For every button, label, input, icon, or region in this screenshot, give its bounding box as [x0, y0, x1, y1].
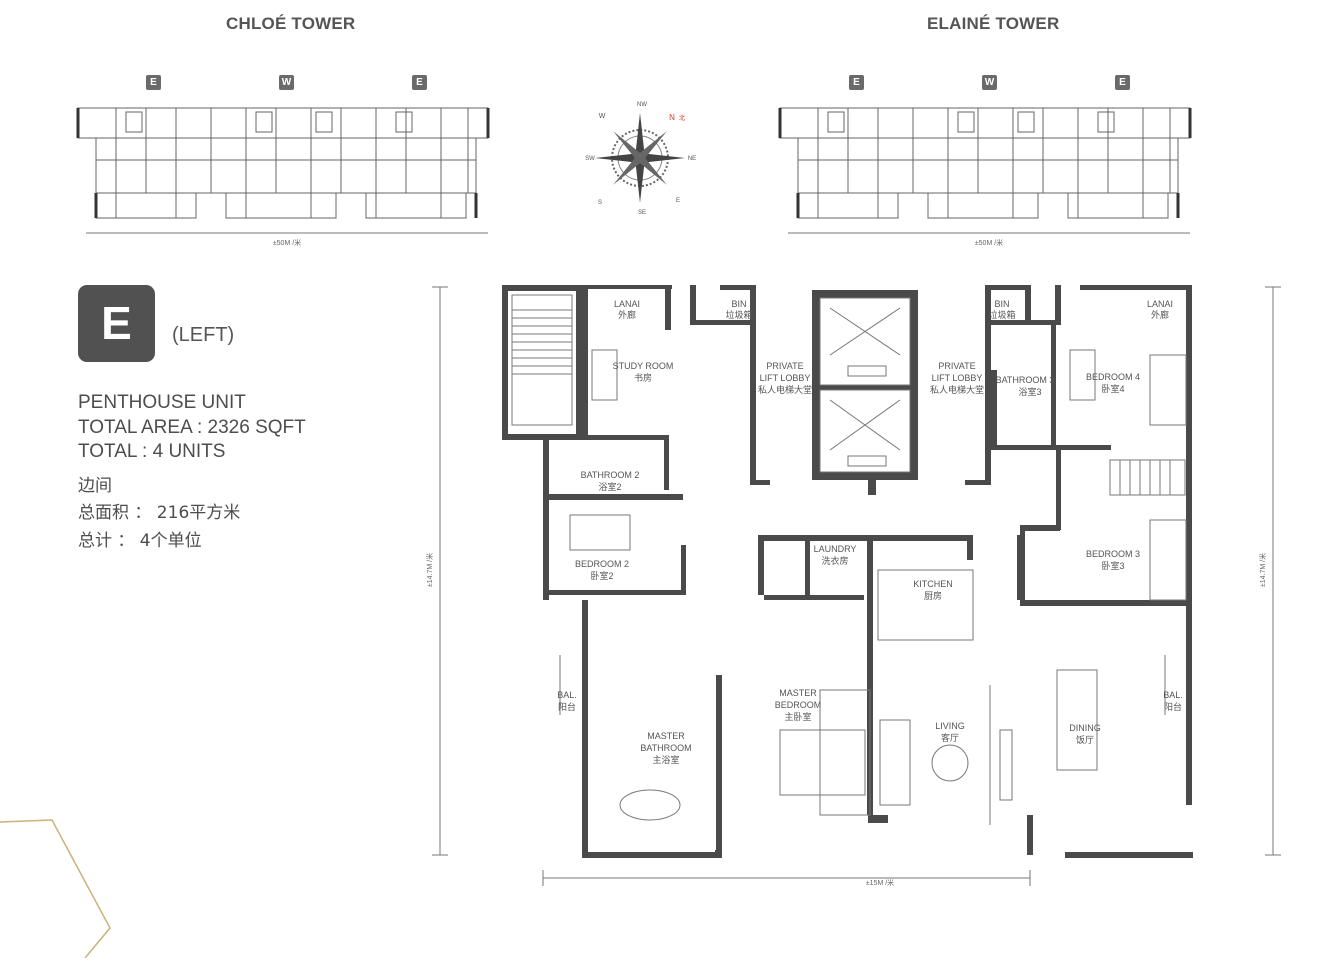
compass-se: SE [638, 210, 646, 216]
room-bathroom-2: BATHROOM 2 [581, 470, 640, 480]
compass-w: W [599, 113, 606, 120]
tower-dimension: ±50M /米 [273, 238, 301, 247]
compass-north: N [669, 113, 675, 122]
room-bin-left: BIN [731, 299, 746, 309]
room-bathroom-3-cn: 浴室3 [1018, 386, 1041, 397]
room-master-bathroom-cn: 主浴室 [652, 754, 679, 765]
elaine-tower-title: ELAINÉ TOWER [927, 14, 1060, 33]
decorative-hexagon [0, 819, 111, 958]
room-study: STUDY ROOM [613, 361, 674, 371]
room-balcony-right-cn: 阳台 [1164, 701, 1182, 712]
room-dining-cn: 饭厅 [1076, 734, 1094, 745]
tower-marker: E [146, 75, 161, 90]
compass-ne: NE [688, 156, 696, 162]
room-bedroom-3-cn: 卧室3 [1101, 560, 1124, 571]
compass-e: E [676, 198, 680, 204]
unit-type-cn: 边间 [78, 476, 112, 496]
room-living-cn: 客厅 [941, 732, 959, 743]
unit-total-cn: 总计 ： 4个单位 [78, 531, 202, 551]
elaine-tower-keyplan: ±50M /米 [778, 107, 1192, 247]
tower-dimension: ±50M /米 [975, 238, 1003, 247]
room-lanai-left: LANAI [614, 299, 640, 309]
unit-area-cn: 总面积 ： 216平方米 [78, 503, 241, 523]
tower-marker: E [849, 75, 864, 90]
room-master-bedroom: MASTER [779, 688, 817, 698]
dimension-height-left: ±14.7M /米 [425, 553, 434, 587]
floor-plan: ±15M /米 ±14.7M /米 ±14.7M /米 [425, 285, 1281, 887]
chloe-tower-title: CHLOÉ TOWER [226, 14, 356, 33]
room-lift-lobby-left-2: LIFT LOBBY [760, 373, 811, 383]
compass-nw: NW [637, 102, 647, 108]
room-bin-left-cn: 垃圾箱 [725, 309, 752, 320]
room-lanai-right-cn: 外廊 [1151, 309, 1169, 320]
room-bedroom-4: BEDROOM 4 [1086, 372, 1140, 382]
unit-side: (LEFT) [172, 324, 235, 346]
room-kitchen-cn: 厨房 [924, 590, 942, 601]
unit-total: TOTAL : 4 UNITS [78, 441, 226, 462]
room-bin-right: BIN [994, 299, 1009, 309]
unit-type-badge: E [78, 285, 155, 362]
room-master-bathroom-2: BATHROOM [640, 743, 691, 753]
room-lift-lobby-right: PRIVATE [938, 361, 975, 371]
room-master-bedroom-cn: 主卧室 [784, 711, 811, 722]
room-bedroom-2-cn: 卧室2 [590, 570, 613, 581]
room-balcony-left: BAL. [557, 690, 577, 700]
room-labels: LANAI 外廊 LANAI 外廊 BIN 垃圾箱 BIN 垃圾箱 STUDY … [557, 299, 1183, 765]
room-bedroom-3: BEDROOM 3 [1086, 549, 1140, 559]
room-lift-lobby-right-cn: 私人电梯大堂 [930, 384, 984, 395]
room-balcony-right: BAL. [1163, 690, 1183, 700]
walls [502, 285, 1193, 858]
chloe-tower-keyplan: ±50M /米 [76, 107, 490, 247]
room-bathroom-3: BATHROOM 3 [996, 375, 1055, 385]
unit-area: TOTAL AREA : 2326 SQFT [78, 417, 306, 438]
tower-marker: E [1115, 75, 1130, 90]
compass-north-cn: 北 [679, 114, 685, 122]
tower-marker: W [982, 75, 997, 90]
room-study-cn: 书房 [634, 372, 652, 383]
room-living: LIVING [935, 721, 965, 731]
tower-marker: W [279, 75, 294, 90]
room-lift-lobby-right-2: LIFT LOBBY [932, 373, 983, 383]
room-kitchen: KITCHEN [913, 579, 953, 589]
room-dining: DINING [1069, 723, 1101, 733]
room-lanai-right: LANAI [1147, 299, 1173, 309]
compass-rose-icon: NW N 北 NE E SE S SW W [585, 102, 696, 216]
room-bedroom-2: BEDROOM 2 [575, 559, 629, 569]
compass-sw: SW [585, 156, 595, 162]
dimension-width: ±15M /米 [866, 878, 894, 887]
room-lift-lobby-left-cn: 私人电梯大堂 [758, 384, 812, 395]
room-lanai-left-cn: 外廊 [618, 309, 636, 320]
room-bathroom-2-cn: 浴室2 [598, 481, 621, 492]
room-lift-lobby-left: PRIVATE [766, 361, 803, 371]
room-balcony-left-cn: 阳台 [558, 701, 576, 712]
room-laundry: LAUNDRY [814, 544, 857, 554]
room-master-bedroom-2: BEDROOM [775, 700, 822, 710]
room-laundry-cn: 洗衣房 [821, 555, 848, 566]
room-bin-right-cn: 垃圾箱 [988, 309, 1015, 320]
unit-type: PENTHOUSE UNIT [78, 392, 246, 413]
tower-marker: E [412, 75, 427, 90]
dimension-height-right: ±14.7M /米 [1258, 553, 1267, 587]
room-master-bathroom: MASTER [647, 731, 685, 741]
compass-s: S [598, 200, 602, 206]
room-bedroom-4-cn: 卧室4 [1101, 383, 1124, 394]
